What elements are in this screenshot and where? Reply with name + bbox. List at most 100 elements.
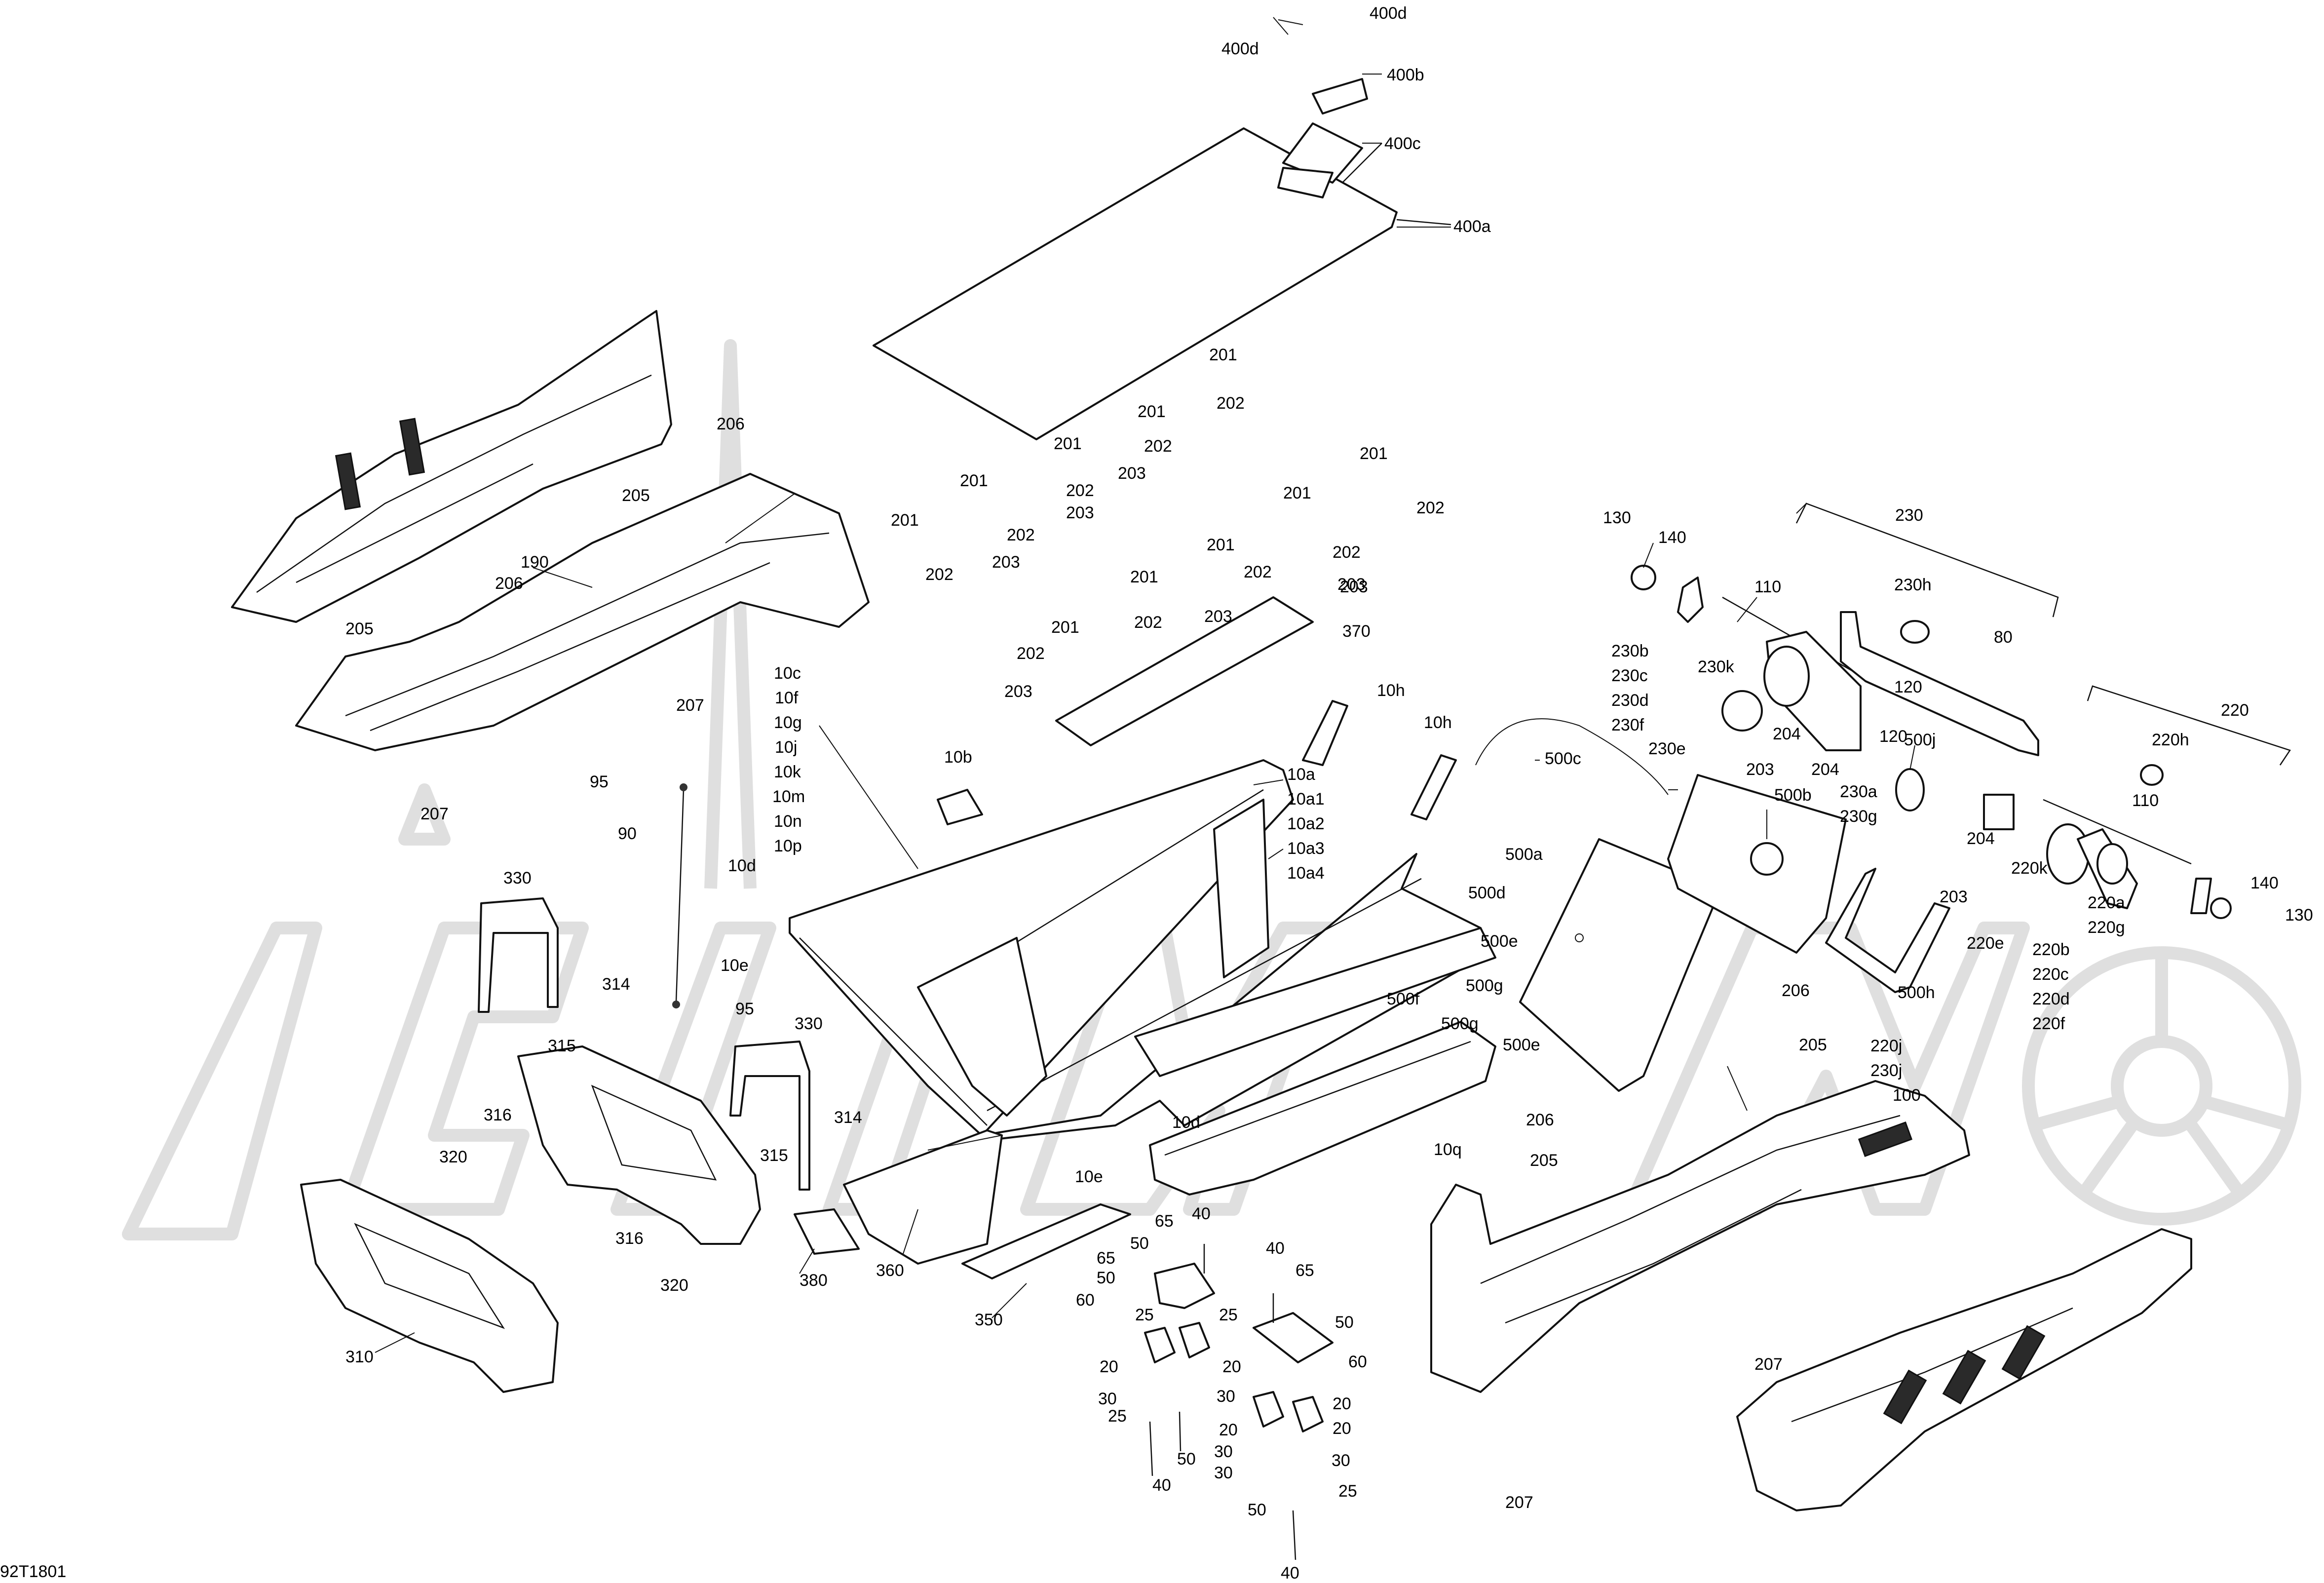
- callout: 230e: [1648, 739, 1686, 758]
- callout: 310: [345, 1348, 374, 1366]
- callout: 204: [1811, 760, 1839, 779]
- callout: 100: [1893, 1086, 1921, 1105]
- callout: 350: [975, 1311, 1003, 1329]
- callout: 130: [1603, 508, 1631, 527]
- main-frame-10: [789, 759, 1496, 1141]
- callout: 203: [1340, 578, 1368, 596]
- callout: 140: [1658, 528, 1686, 547]
- callout: 10p: [774, 837, 802, 855]
- callout: 205: [345, 619, 374, 638]
- callout: 10e: [721, 956, 749, 975]
- callout: 40: [1192, 1204, 1211, 1223]
- callout: 40: [1281, 1564, 1299, 1583]
- callout: 207: [1505, 1493, 1533, 1512]
- cross-member-370: [1055, 596, 1314, 746]
- callout: 230c: [1611, 666, 1648, 685]
- callout: 500g: [1441, 1014, 1479, 1033]
- callout: 203: [1066, 503, 1094, 522]
- callout: 202: [1017, 644, 1045, 663]
- callout: 230j: [1870, 1061, 1902, 1080]
- callout: 50: [1097, 1269, 1115, 1287]
- callout: 206: [717, 415, 745, 433]
- callout: 230f: [1611, 716, 1644, 734]
- callout: 230a: [1840, 782, 1877, 801]
- callout: 207: [1754, 1355, 1783, 1374]
- callout: 65: [1097, 1249, 1115, 1268]
- callout: 201: [1360, 444, 1388, 463]
- callout: 206: [1782, 981, 1810, 1000]
- callout: 203: [1746, 760, 1774, 779]
- callout: 500a: [1505, 845, 1543, 864]
- callout: 20: [1100, 1357, 1118, 1376]
- callout: 220e: [1967, 934, 2004, 953]
- callout-labels: 400d 400d 400b 400c 400a 201 202 201 202…: [345, 4, 2313, 1583]
- callout: 30: [1214, 1464, 1233, 1482]
- callout: 50: [1177, 1450, 1196, 1468]
- callout: 60: [1348, 1352, 1367, 1371]
- callout: 201: [1283, 484, 1311, 502]
- callout: 205: [1799, 1036, 1827, 1054]
- callout: 201: [960, 471, 988, 490]
- callout: 95: [590, 772, 609, 791]
- callout: 316: [484, 1106, 512, 1124]
- callout: 500d: [1468, 884, 1506, 902]
- callout: 10m: [772, 787, 805, 806]
- callout: 206: [1526, 1111, 1554, 1129]
- left-seat-shell-190: [231, 310, 672, 623]
- callout: 10c: [774, 664, 801, 683]
- callout: 500c: [1545, 749, 1581, 768]
- callout: 500b: [1774, 786, 1812, 805]
- callout: 10d: [1172, 1113, 1200, 1132]
- hose-500c: [1475, 718, 1669, 795]
- callout: 25: [1338, 1482, 1357, 1501]
- callout: 201: [891, 511, 919, 530]
- callout: 202: [925, 565, 953, 584]
- callout: 201: [1054, 434, 1082, 453]
- firewall-500b: [1667, 774, 1847, 954]
- callout: 330: [503, 869, 532, 888]
- mount-hardware-cluster: [1144, 1244, 1333, 1560]
- panel-360: [843, 1129, 1003, 1265]
- callout: 30: [1214, 1442, 1233, 1461]
- callout: 202: [1066, 481, 1094, 500]
- callout: 30: [1098, 1390, 1117, 1408]
- callout: 500j: [1904, 731, 1936, 749]
- callout: 314: [602, 975, 630, 994]
- callout: 203: [992, 553, 1020, 572]
- callout: 130: [2285, 906, 2313, 925]
- callout: 370: [1342, 622, 1371, 641]
- callout: 201: [1138, 402, 1166, 421]
- diagram-code: 92T1801: [0, 1562, 66, 1581]
- callout: 207: [676, 696, 704, 715]
- right-seat-shell: [1736, 1228, 2192, 1511]
- callout: 400a: [1453, 217, 1491, 236]
- callout: 204: [1773, 725, 1801, 743]
- callout: 380: [800, 1271, 828, 1290]
- plug-500j: [1895, 768, 1925, 811]
- callout: 40: [1152, 1476, 1171, 1495]
- callout: 500g: [1466, 976, 1503, 995]
- callout: 220f: [2032, 1014, 2065, 1033]
- callout: 203: [1940, 888, 1968, 906]
- callout: 320: [439, 1148, 467, 1166]
- handle-330-a: [478, 897, 559, 1013]
- callout: 500e: [1503, 1036, 1540, 1054]
- callout: 10j: [775, 738, 797, 757]
- callout: 400d: [1221, 39, 1259, 58]
- callout: 25: [1135, 1306, 1154, 1324]
- callout: 10a3: [1287, 839, 1325, 858]
- callout: 230: [1895, 506, 1923, 525]
- callout: 90: [618, 824, 637, 843]
- callout: 201: [1130, 568, 1158, 586]
- callout: 10f: [775, 689, 799, 707]
- callout: 20: [1333, 1394, 1351, 1413]
- callout: 25: [1219, 1306, 1238, 1324]
- callout: 10n: [774, 812, 802, 831]
- callout: 80: [1994, 628, 2013, 647]
- callout: 10a1: [1287, 790, 1325, 809]
- callout: 400d: [1370, 4, 1407, 23]
- panel-350: [961, 1203, 1131, 1279]
- callout: 203: [1204, 607, 1232, 626]
- callout: 220: [2221, 701, 2249, 720]
- callout: 205: [622, 486, 650, 505]
